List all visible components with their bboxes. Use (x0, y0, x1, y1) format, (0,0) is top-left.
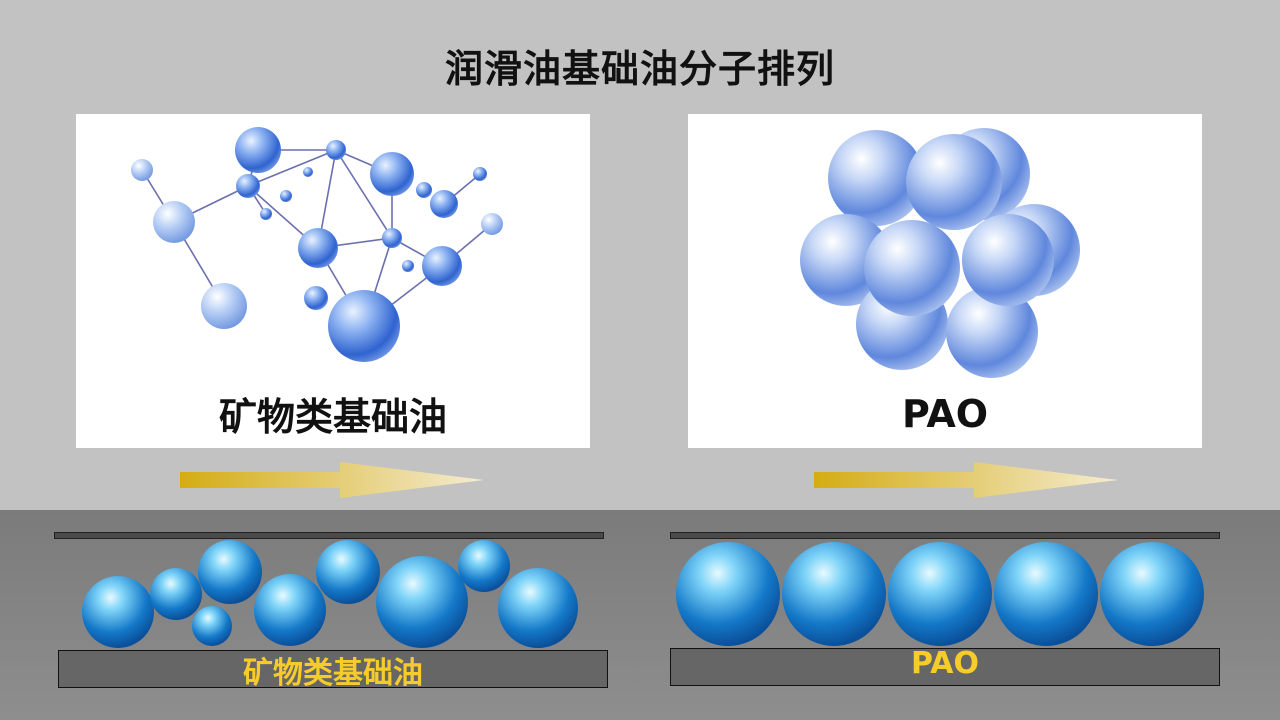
arrow-right-icon (814, 462, 1118, 498)
bottom-mineral-oil-label: 矿物类基础油 (243, 656, 423, 691)
upper-surface-right (670, 532, 1220, 539)
lower-surface-left: 矿物类基础油 (58, 650, 608, 691)
pao-cluster-illustration (800, 128, 1080, 378)
lower-surface-right: PAO (670, 646, 1220, 686)
slide-title: 润滑油基础油分子排列 (444, 47, 835, 91)
pao-label: PAO (901, 392, 989, 436)
mineral-oil-label: 矿物类基础油 (218, 395, 447, 439)
mineral-oil-panel: 矿物类基础油 (76, 114, 590, 448)
mineral-molecule-illustration (131, 127, 503, 362)
upper-surface-left (54, 532, 604, 539)
pao-panel: PAO (688, 114, 1202, 448)
arrow-right-icon (180, 462, 484, 498)
bottom-pao-label: PAO (911, 646, 979, 681)
